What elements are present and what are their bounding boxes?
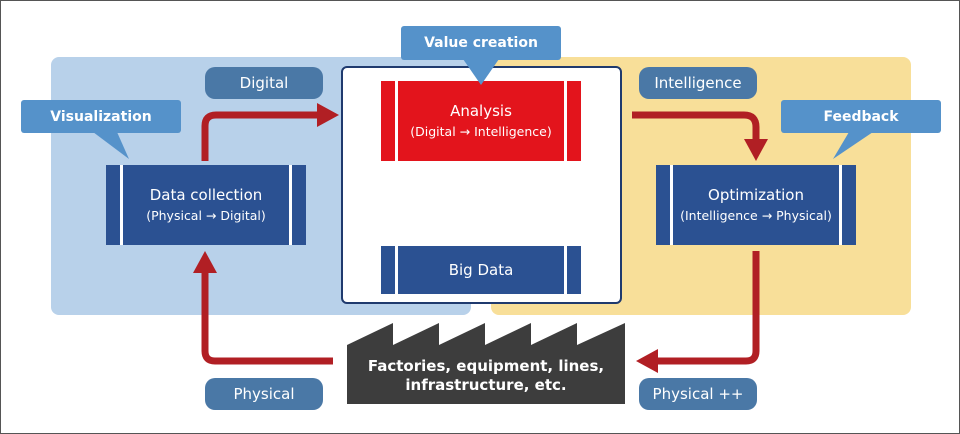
- arrow-optimization-to-factory: [656, 251, 760, 365]
- arrowhead-to-collection: [193, 251, 217, 273]
- factory-label-line1: Factories, equipment, lines,: [367, 357, 605, 375]
- data-collection-title: Data collection: [149, 186, 263, 204]
- physical-plus-label: Physical ++: [639, 378, 757, 410]
- analysis-block: Analysis (Digital → Intelligence): [381, 81, 581, 161]
- factory-building-shape: [347, 323, 625, 404]
- analysis-title: Analysis: [450, 102, 512, 120]
- big-data-title: Big Data: [448, 261, 514, 279]
- digital-label: Digital: [205, 67, 323, 99]
- analysis-subtitle: (Digital → Intelligence): [410, 124, 552, 139]
- value-creation-callout: Value creation: [401, 26, 561, 60]
- arrowhead-to-analysis: [317, 103, 339, 127]
- optimization-subtitle: (Intelligence → Physical): [680, 208, 832, 223]
- data-collection-block: Data collection (Physical → Digital): [106, 165, 306, 245]
- arrowhead-to-optimization: [744, 139, 768, 161]
- arrow-analysis-to-optimization: [632, 111, 760, 141]
- arrow-collection-to-analysis: [201, 111, 319, 161]
- visualization-callout: Visualization: [21, 100, 181, 133]
- big-data-block: Big Data: [381, 246, 581, 294]
- physical-label: Physical: [205, 378, 323, 410]
- arrowhead-to-factory: [636, 349, 658, 373]
- feedback-callout: Feedback: [781, 100, 941, 133]
- factory-label: Factories, equipment, lines, infrastruct…: [347, 357, 625, 395]
- optimization-title: Optimization: [708, 186, 804, 204]
- arrow-factory-to-collection: [201, 271, 333, 365]
- factory-label-line2: infrastructure, etc.: [405, 376, 567, 394]
- optimization-block: Optimization (Intelligence → Physical): [656, 165, 856, 245]
- intelligence-label: Intelligence: [639, 67, 757, 99]
- data-collection-subtitle: (Physical → Digital): [146, 208, 266, 223]
